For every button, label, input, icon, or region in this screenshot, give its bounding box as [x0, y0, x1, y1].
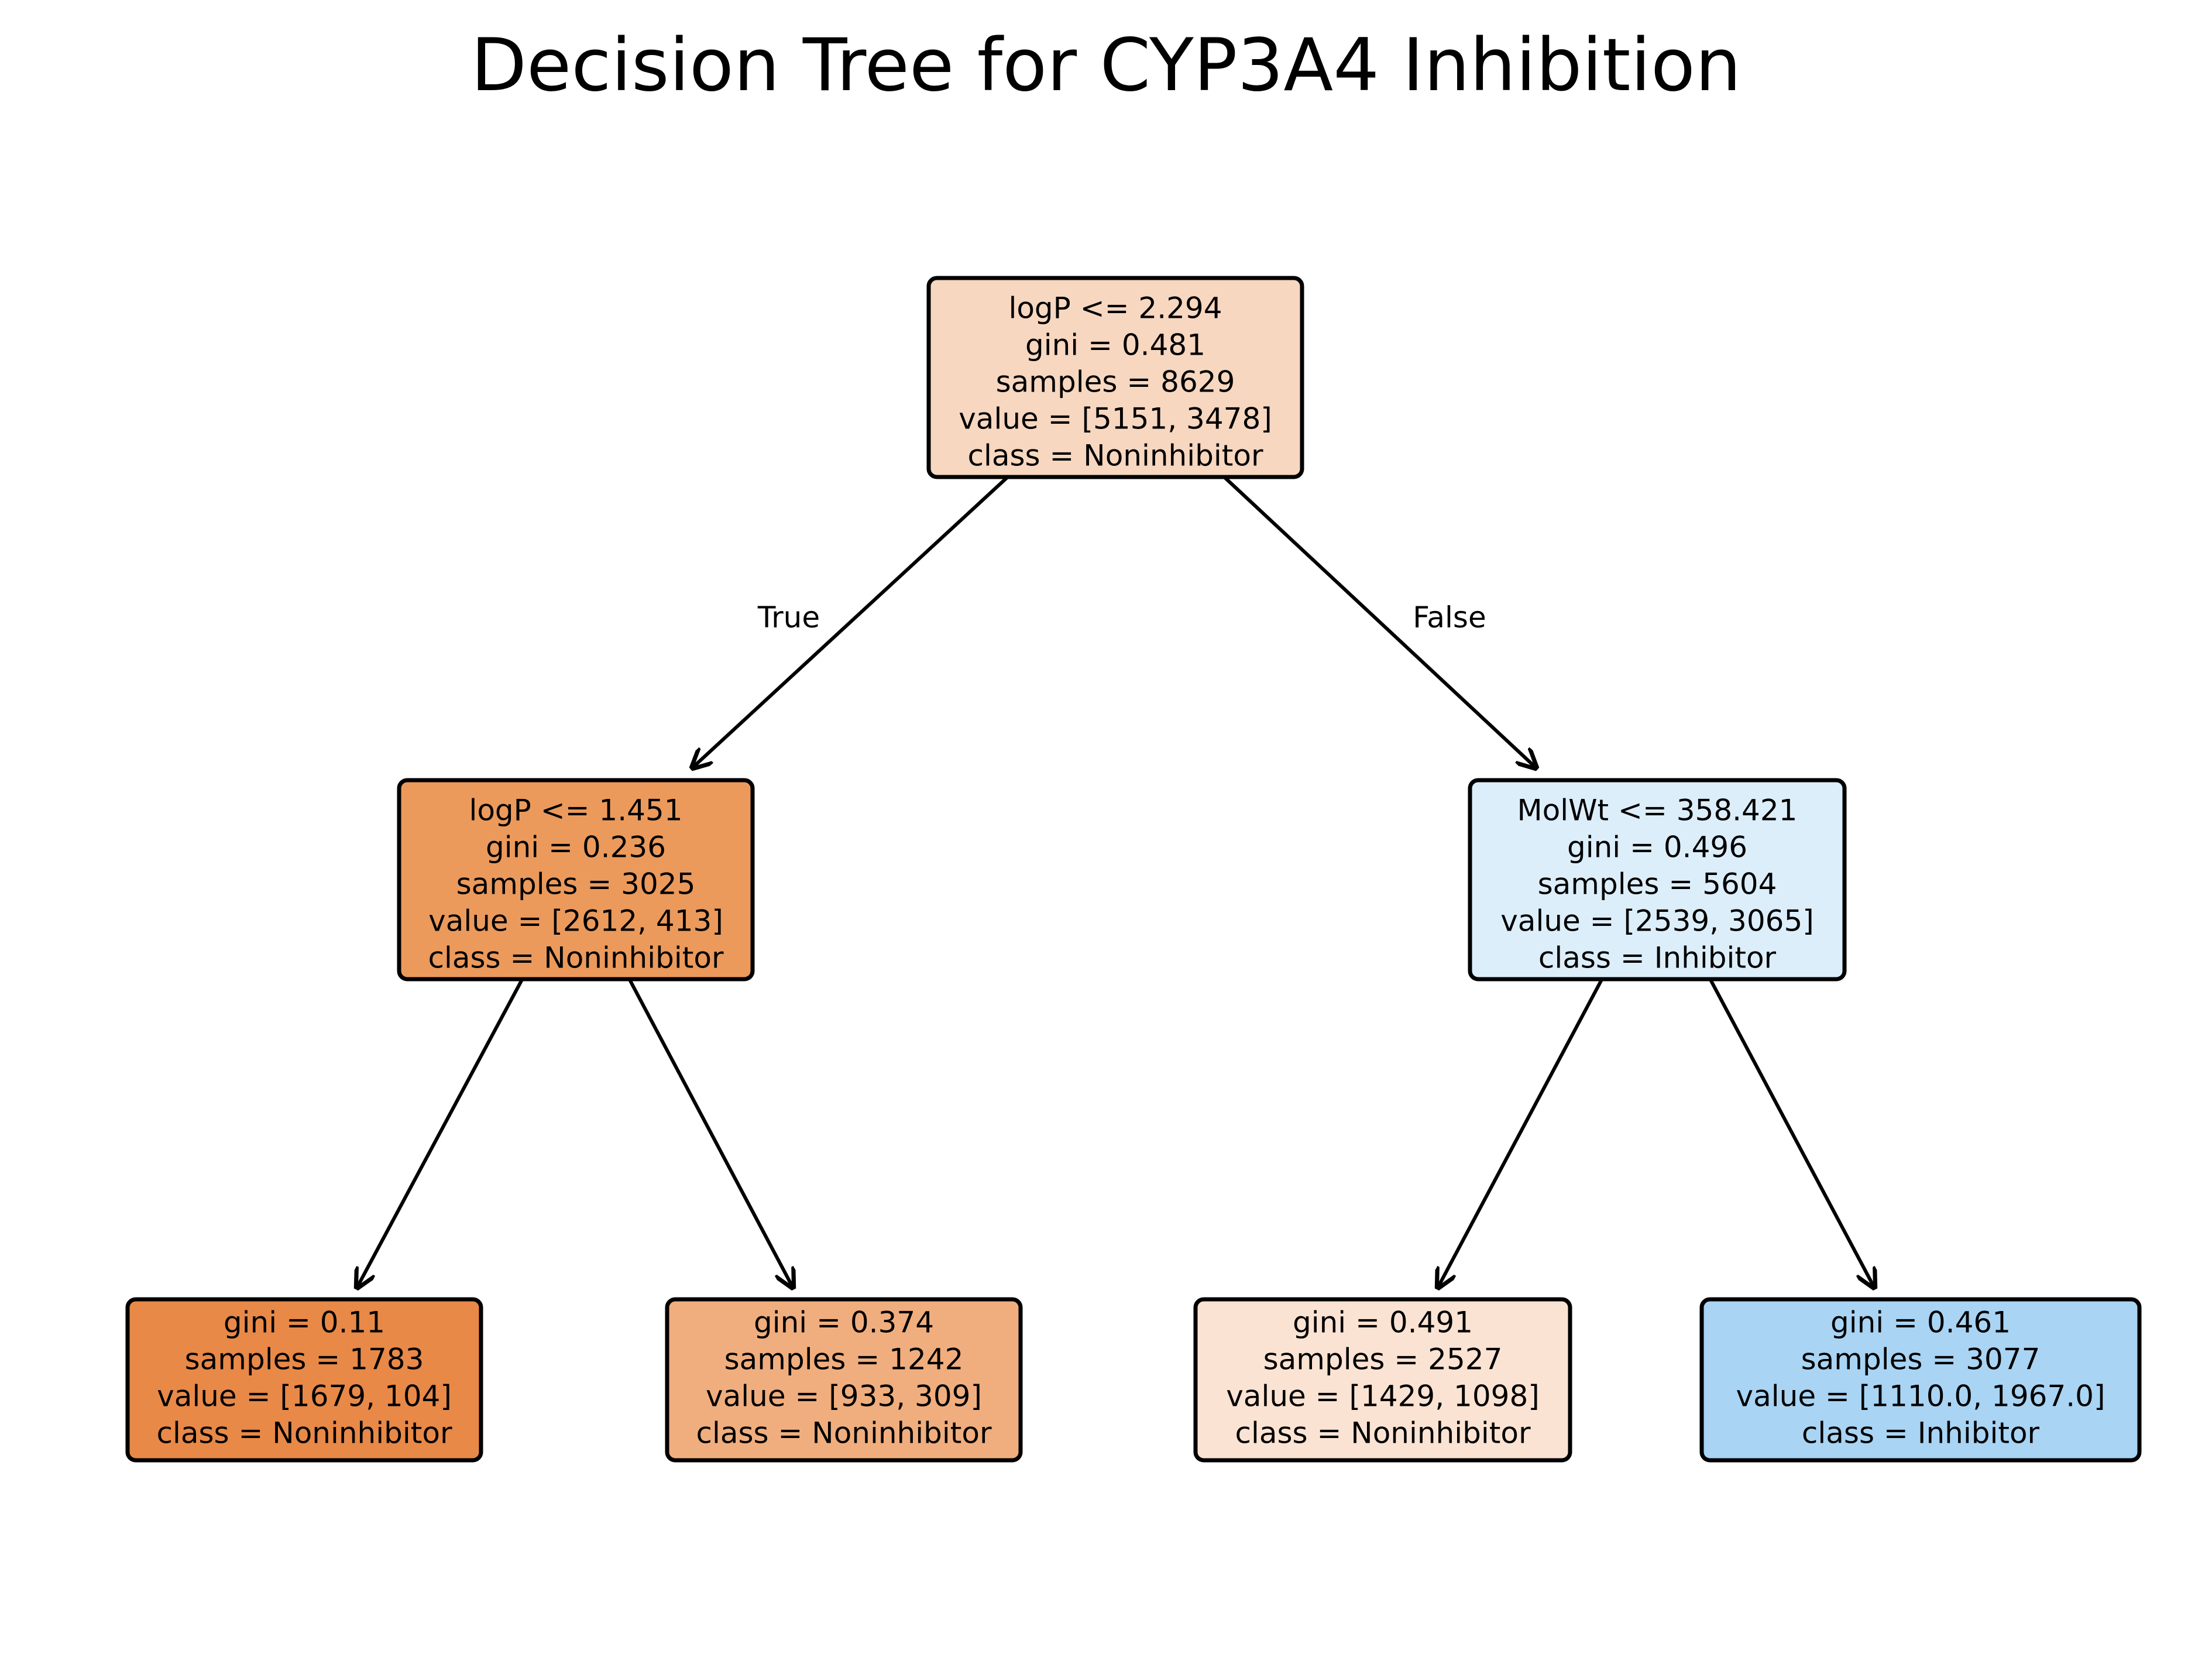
node-box [1699, 1297, 2142, 1463]
node-line: gini = 0.481 [1025, 328, 1205, 362]
edge-root-left [692, 475, 1009, 768]
tree-leaf-rr: gini = 0.461 samples = 3077 value = [111… [1699, 1297, 2142, 1463]
tree-node-left: logP <= 1.451 gini = 0.236 samples = 302… [397, 778, 755, 982]
node-line: value = [933, 309] [706, 1380, 982, 1413]
node-line: gini = 0.236 [486, 831, 666, 864]
node-line: logP <= 2.294 [1008, 291, 1222, 325]
node-line: class = Noninhibitor [967, 439, 1263, 473]
edge-label-true: True [757, 600, 820, 634]
edge-left-ll [357, 977, 524, 1288]
node-line: value = [2539, 3065] [1500, 904, 1814, 938]
node-line: logP <= 1.451 [469, 794, 682, 828]
node-box [1468, 778, 1847, 982]
node-line: samples = 5604 [1538, 867, 1777, 901]
node-line: samples = 2527 [1263, 1343, 1503, 1377]
node-line: samples = 3025 [456, 867, 696, 901]
edge-right-rl [1438, 977, 1604, 1288]
tree-node-root: logP <= 2.294 gini = 0.481 samples = 862… [926, 276, 1304, 479]
node-line: gini = 0.491 [1293, 1306, 1473, 1340]
node-box [926, 276, 1304, 479]
tree-leaf-ll: gini = 0.11 samples = 1783 value = [1679… [125, 1297, 483, 1463]
node-line: class = Noninhibitor [1235, 1416, 1530, 1450]
node-line: class = Inhibitor [1802, 1416, 2040, 1450]
node-line: gini = 0.11 [224, 1306, 385, 1340]
node-line: value = [5151, 3478] [959, 402, 1272, 436]
edge-label-false: False [1413, 600, 1486, 634]
node-line: MolWt <= 358.421 [1517, 794, 1797, 828]
node-line: samples = 8629 [996, 365, 1235, 399]
node-line: value = [1429, 1098] [1226, 1380, 1540, 1413]
node-line: value = [2612, 413] [428, 904, 723, 938]
tree-leaf-lr: gini = 0.374 samples = 1242 value = [933… [665, 1297, 1023, 1463]
node-line: class = Noninhibitor [696, 1416, 991, 1450]
node-line: value = [1110.0, 1967.0] [1736, 1380, 2105, 1413]
node-line: class = Noninhibitor [156, 1416, 452, 1450]
node-box [665, 1297, 1023, 1463]
node-box [1193, 1297, 1572, 1463]
node-line: value = [1679, 104] [157, 1380, 452, 1413]
tree-leaf-rl: gini = 0.491 samples = 2527 value = [142… [1193, 1297, 1572, 1463]
node-line: gini = 0.461 [1830, 1306, 2011, 1340]
edge-left-lr [627, 977, 793, 1288]
edge-right-rr [1708, 977, 1874, 1288]
tree-node-right: MolWt <= 358.421 gini = 0.496 samples = … [1468, 778, 1847, 982]
edges [357, 475, 1874, 1288]
node-line: samples = 3077 [1801, 1343, 2041, 1377]
node-line: gini = 0.496 [1567, 831, 1747, 864]
node-line: samples = 1242 [724, 1343, 964, 1377]
node-box [125, 1297, 483, 1463]
chart-title: Decision Tree for CYP3A4 Inhibition [470, 23, 1742, 108]
node-box [397, 778, 755, 982]
node-line: samples = 1783 [185, 1343, 424, 1377]
edge-root-right [1222, 475, 1536, 768]
node-line: gini = 0.374 [754, 1306, 934, 1340]
node-line: class = Inhibitor [1538, 941, 1777, 975]
node-line: class = Noninhibitor [428, 941, 723, 975]
